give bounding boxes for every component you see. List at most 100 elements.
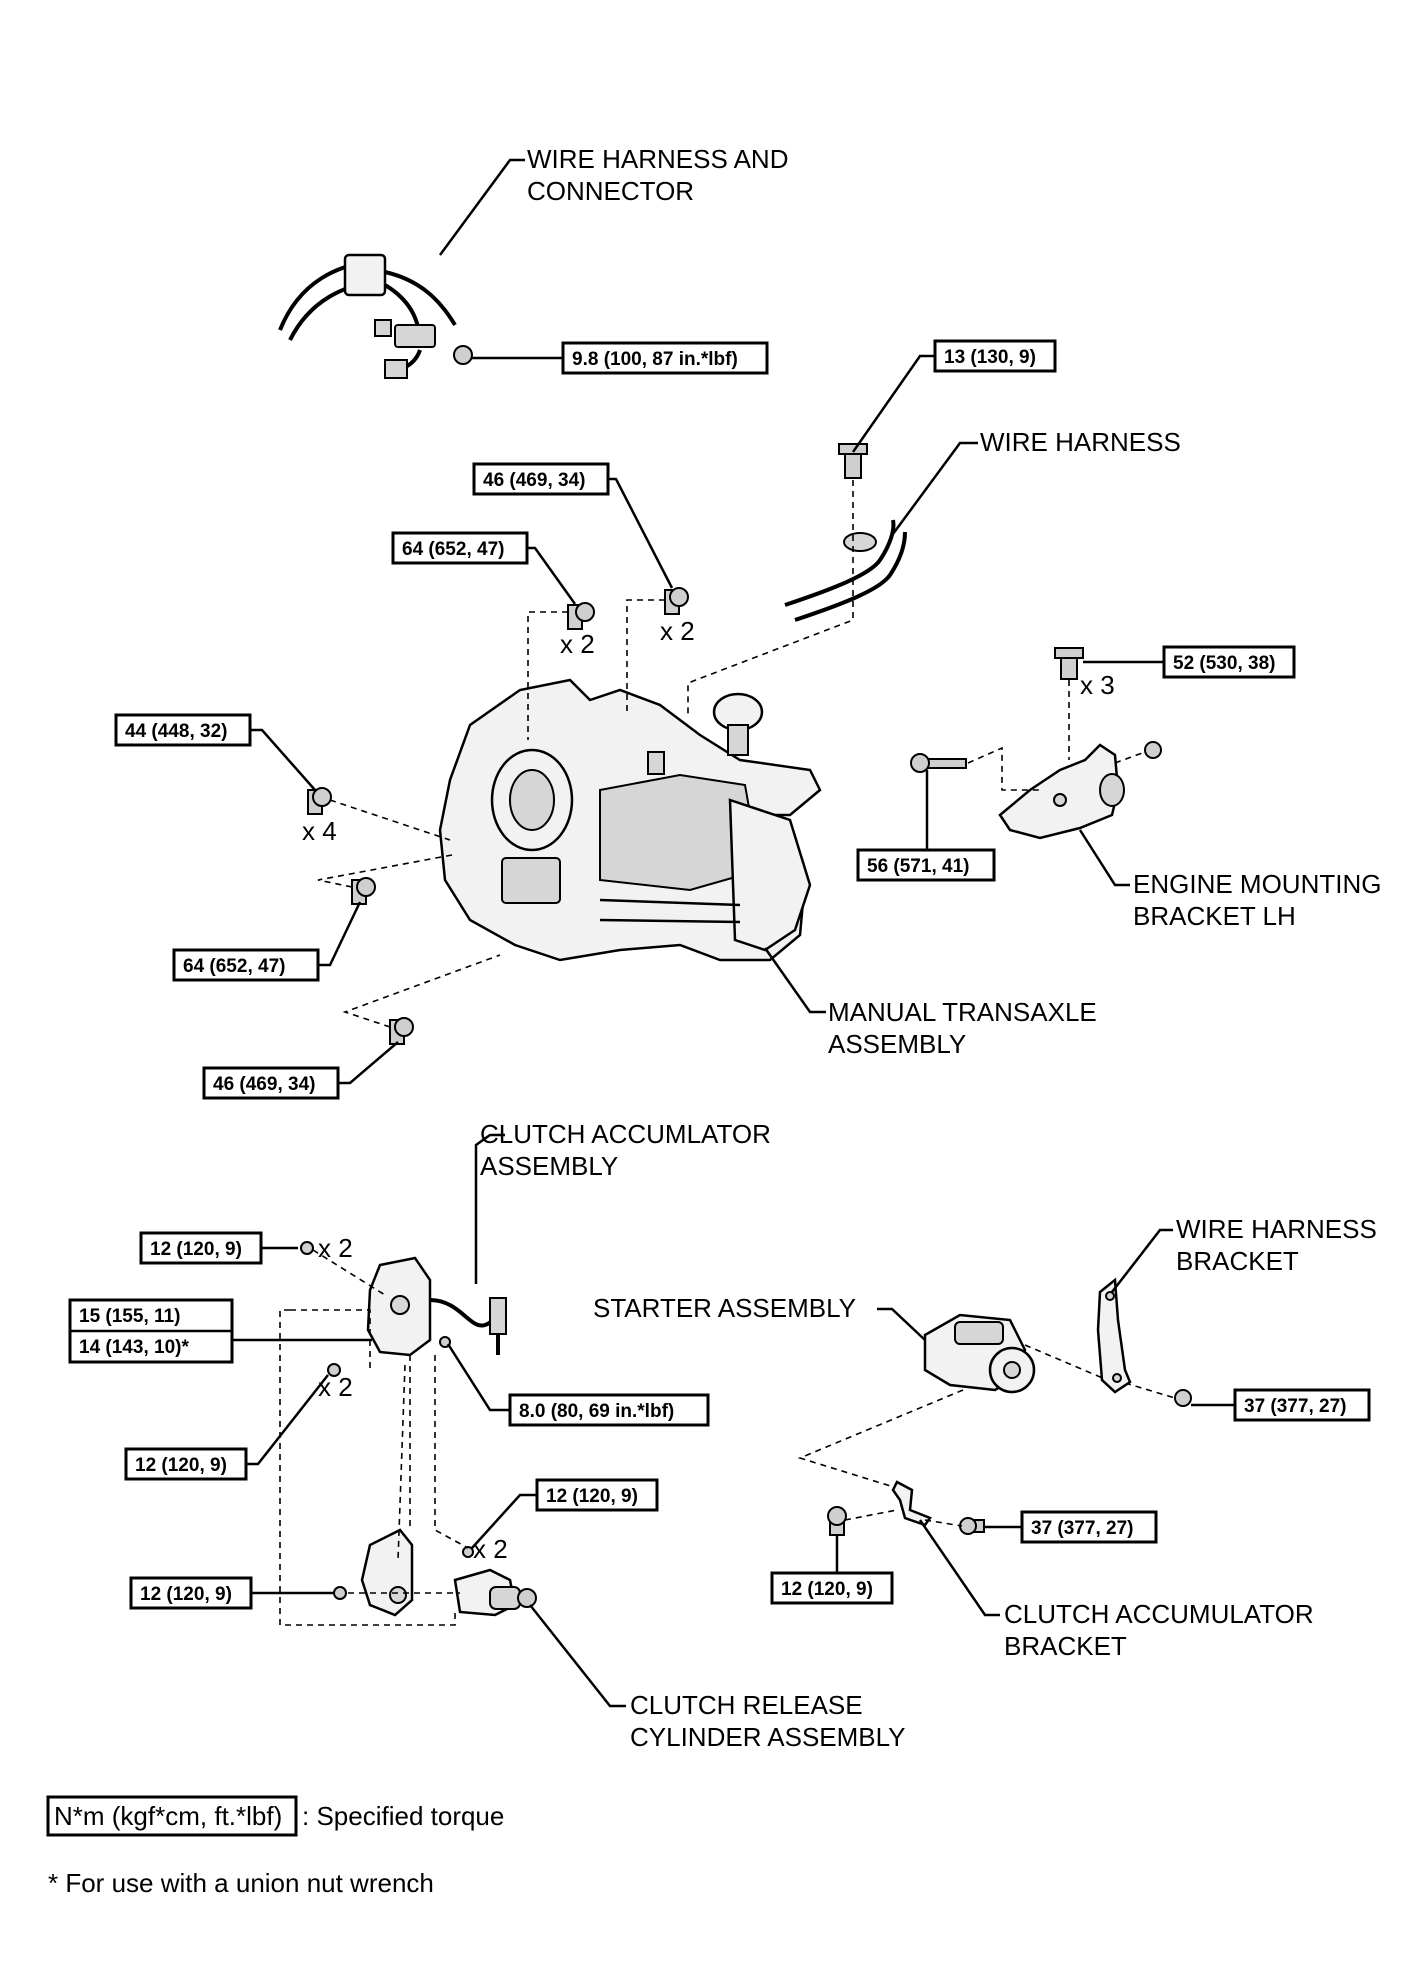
qty-12c: x 2 [473,1534,508,1564]
bolt-head-64-top [575,602,595,622]
torque-box-56 [856,848,996,882]
torque-15: 15 (155, 11) [79,1306,180,1327]
torque-9-8: 9.8 (100, 87 in.*lbf) [572,349,738,370]
legend-unit-box [46,1795,298,1837]
leader-clutch-accumulator-bracket [918,1519,1000,1617]
leader-torque-64-bottom [318,901,362,967]
label-starter: STARTER ASSEMBLY [593,1293,856,1323]
qty-12a: x 2 [318,1233,353,1263]
torque-12e: 12 (120, 9) [781,1579,873,1600]
dash-nut-bracket [1114,751,1146,764]
label-wire-harness-connector-line2: CONNECTOR [527,176,694,206]
label-manual-transaxle-line2: ASSEMBLY [828,1029,966,1059]
dash-12a [312,1249,386,1296]
dash-64-bottom [317,854,453,888]
bolt-head-64-bottom [356,877,376,897]
torque-56: 56 (571, 41) [867,856,969,877]
leader-wire-harness [888,441,978,539]
dash-starter-accum-bracket [797,1389,964,1489]
torque-37a: 37 (377, 27) [1244,1396,1346,1417]
dash-wire-harness-to-transaxle [687,480,854,715]
engine-mounting-bracket-drawing [910,647,1162,840]
leader-manual-transaxle [763,947,826,1014]
qty-64-top: x 2 [560,629,595,659]
leader-wire-harness-connector [438,158,525,256]
legend-unit: N*m (kgf*cm, ft.*lbf) [54,1801,282,1831]
qty-52: x 3 [1080,670,1115,700]
wire-harness-drawing [784,443,907,622]
legend-specified-torque: : Specified torque [302,1801,504,1831]
torque-46-bottom: 46 (469, 34) [213,1074,315,1095]
leader-torque-8-0 [446,1343,510,1412]
clutch-accumulator-bracket-drawing [827,1480,985,1536]
label-engine-mounting-bracket-line1: ENGINE MOUNTING [1133,869,1381,899]
leader-clutch-accumulator [474,1133,505,1284]
torque-12a: 12 (120, 9) [150,1239,242,1260]
torque-box-64-bottom [172,948,320,982]
qty-12b: x 2 [318,1372,353,1402]
leader-clutch-release-cylinder [529,1604,626,1708]
label-wire-harness-bracket-line2: BRACKET [1176,1246,1299,1276]
dash-46-bottom [342,954,501,1028]
torque-13: 13 (130, 9) [944,347,1036,368]
torque-44: 44 (448, 32) [125,721,227,742]
dash-release-loop [279,1309,456,1626]
torque-box-12c [535,1478,659,1512]
dash-starter-bracket [1024,1344,1113,1383]
label-wire-harness-bracket-line1: WIRE HARNESS [1176,1214,1377,1244]
label-clutch-accumulator-bracket-line2: BRACKET [1004,1631,1127,1661]
leader-torque-46-top [608,477,674,589]
dash-46-top [626,599,665,715]
dash-15 [290,1309,371,1370]
torque-14: 14 (143, 10)* [79,1337,189,1358]
torque-box-12a [139,1231,263,1265]
qty-44: x 4 [302,816,337,846]
bolt-head-46-bottom [394,1017,414,1037]
dash-accum-bracket-left [844,1509,898,1521]
starter-drawing [923,1313,1192,1407]
torque-12b: 12 (120, 9) [135,1455,227,1476]
dash-release-accum-b [434,1355,469,1549]
label-clutch-accumulator-line2: ASSEMBLY [480,1151,618,1181]
torque-box-64-top [391,531,529,565]
label-engine-mounting-bracket-line2: BRACKET LH [1133,901,1296,931]
leader-torque-44 [250,728,316,791]
leader-torque-46-bottom [338,1041,399,1085]
dash-accum-bracket-right [924,1519,963,1527]
label-wire-harness: WIRE HARNESS [980,427,1181,457]
wire-harness-connector-drawing [278,253,473,379]
leader-torque-13 [851,354,935,453]
label-clutch-release-cylinder-line2: CYLINDER ASSEMBLY [630,1722,906,1752]
torque-box-8-0 [508,1393,710,1427]
leader-engine-mounting-bracket [1078,829,1130,887]
torque-box-13 [933,339,1057,373]
torque-box-46-top [472,462,610,496]
torque-46-top: 46 (469, 34) [483,470,585,491]
dash-56 [967,746,1040,791]
torque-37b: 37 (377, 27) [1031,1518,1133,1539]
wire-harness-bracket-drawing [1096,1277,1132,1394]
label-clutch-accumulator-line1: CLUTCH ACCUMLATOR [480,1119,771,1149]
leader-wire-harness-bracket [1111,1228,1173,1293]
legend-footnote: * For use with a union nut wrench [48,1868,434,1898]
clutch-accumulator-drawing [300,1241,507,1377]
torque-box-46-bottom [202,1066,340,1100]
dash-64-top [527,611,568,740]
dash-starter-bolt [1124,1382,1176,1399]
leader-torque-12c [471,1493,537,1549]
leader-starter [877,1307,926,1341]
torque-box-12b [124,1447,248,1481]
manual-transaxle-drawing [438,678,822,962]
label-wire-harness-connector-line1: WIRE HARNESS AND [527,144,789,174]
torque-12c: 12 (120, 9) [546,1486,638,1507]
torque-64-top: 64 (652, 47) [402,539,504,560]
label-clutch-release-cylinder-line1: CLUTCH RELEASE [630,1690,863,1720]
torque-box-9-8 [561,341,769,375]
bolt-head-44 [312,787,332,807]
bolt-head-46-top [669,587,689,607]
leader-torque-12b [246,1374,329,1466]
label-clutch-accumulator-bracket-line1: CLUTCH ACCUMULATOR [1004,1599,1314,1629]
dash-44 [329,799,451,841]
leader-torque-64-top [527,546,577,605]
